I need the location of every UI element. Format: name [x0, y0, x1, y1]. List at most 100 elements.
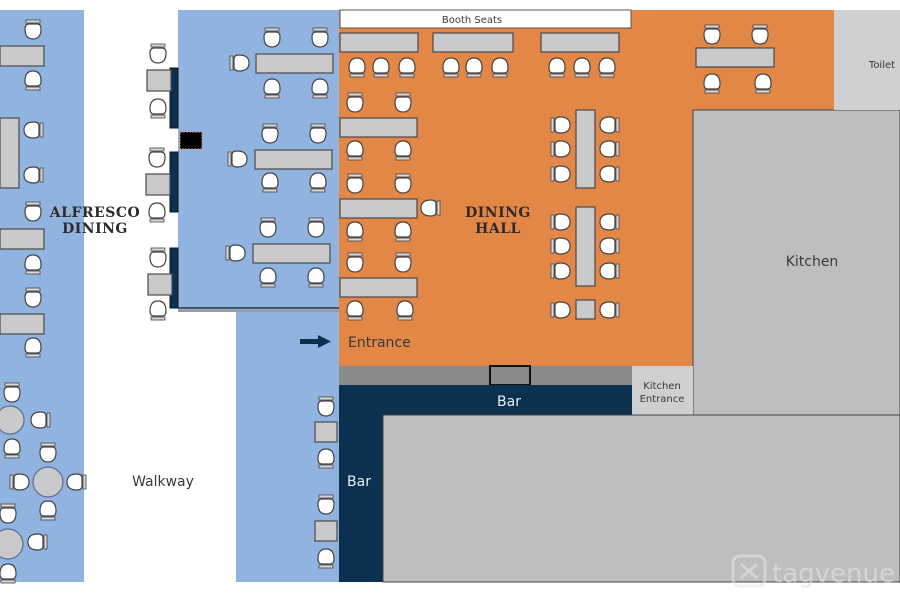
bar-top-area[interactable]: [339, 385, 632, 415]
table-icon[interactable]: [575, 299, 596, 320]
chair-icon[interactable]: [550, 116, 571, 134]
chair-icon[interactable]: [550, 213, 571, 231]
chair-icon[interactable]: [317, 448, 335, 469]
chair-icon[interactable]: [148, 202, 166, 223]
chair-icon[interactable]: [227, 150, 248, 168]
chair-icon[interactable]: [442, 57, 460, 78]
chair-icon[interactable]: [9, 473, 30, 491]
chair-icon[interactable]: [548, 57, 566, 78]
table-icon[interactable]: [339, 277, 418, 298]
table-icon[interactable]: [146, 69, 172, 92]
table-icon[interactable]: [575, 206, 596, 287]
table-icon[interactable]: [0, 528, 24, 560]
chair-icon[interactable]: [259, 267, 277, 288]
table-icon[interactable]: [339, 198, 418, 219]
chair-icon[interactable]: [394, 252, 412, 273]
chair-icon[interactable]: [317, 396, 335, 417]
table-icon[interactable]: [314, 520, 338, 542]
chair-icon[interactable]: [149, 43, 167, 64]
chair-icon[interactable]: [703, 73, 721, 94]
table-icon[interactable]: [254, 149, 333, 170]
chair-icon[interactable]: [263, 27, 281, 48]
chair-icon[interactable]: [0, 563, 17, 584]
chair-icon[interactable]: [309, 172, 327, 193]
table-icon[interactable]: [0, 45, 45, 67]
kitchen-area[interactable]: [692, 109, 900, 416]
chair-icon[interactable]: [599, 301, 620, 319]
chair-icon[interactable]: [751, 24, 769, 45]
chair-icon[interactable]: [348, 57, 366, 78]
chair-icon[interactable]: [311, 78, 329, 99]
chair-icon[interactable]: [346, 140, 364, 161]
table-icon[interactable]: [252, 243, 331, 264]
chair-icon[interactable]: [420, 199, 441, 217]
chair-icon[interactable]: [27, 533, 48, 551]
table-icon[interactable]: [540, 32, 620, 53]
chair-icon[interactable]: [372, 57, 390, 78]
table-icon[interactable]: [147, 273, 173, 296]
chair-icon[interactable]: [599, 262, 620, 280]
table-icon[interactable]: [0, 117, 20, 189]
chair-icon[interactable]: [3, 382, 21, 403]
chair-icon[interactable]: [39, 500, 57, 521]
chair-icon[interactable]: [39, 442, 57, 463]
chair-icon[interactable]: [261, 172, 279, 193]
chair-icon[interactable]: [599, 213, 620, 231]
table-icon[interactable]: [314, 421, 338, 443]
table-icon[interactable]: [0, 313, 45, 335]
chair-icon[interactable]: [30, 411, 51, 429]
chair-icon[interactable]: [754, 73, 772, 94]
kitchen-entrance-area[interactable]: [632, 366, 693, 415]
chair-icon[interactable]: [465, 57, 483, 78]
table-icon[interactable]: [339, 32, 419, 53]
chair-icon[interactable]: [598, 57, 616, 78]
table-icon[interactable]: [432, 32, 514, 53]
chair-icon[interactable]: [346, 252, 364, 273]
chair-icon[interactable]: [149, 300, 167, 321]
chair-icon[interactable]: [259, 217, 277, 238]
chair-icon[interactable]: [346, 221, 364, 242]
chair-icon[interactable]: [396, 300, 414, 321]
chair-icon[interactable]: [24, 201, 42, 222]
chair-icon[interactable]: [149, 98, 167, 119]
toilet-area[interactable]: [834, 10, 900, 110]
chair-icon[interactable]: [3, 438, 21, 459]
chair-icon[interactable]: [24, 254, 42, 275]
chair-icon[interactable]: [550, 237, 571, 255]
booth-seats[interactable]: [339, 9, 632, 29]
chair-icon[interactable]: [346, 173, 364, 194]
chair-icon[interactable]: [346, 300, 364, 321]
chair-icon[interactable]: [148, 147, 166, 168]
chair-icon[interactable]: [599, 237, 620, 255]
chair-icon[interactable]: [307, 267, 325, 288]
chair-icon[interactable]: [263, 78, 281, 99]
bar-side-area[interactable]: [339, 415, 383, 582]
chair-icon[interactable]: [550, 165, 571, 183]
chair-icon[interactable]: [149, 247, 167, 268]
chair-icon[interactable]: [703, 24, 721, 45]
chair-icon[interactable]: [24, 19, 42, 40]
chair-icon[interactable]: [599, 116, 620, 134]
chair-icon[interactable]: [24, 337, 42, 358]
chair-icon[interactable]: [394, 140, 412, 161]
table-icon[interactable]: [0, 228, 45, 250]
chair-icon[interactable]: [550, 301, 571, 319]
chair-icon[interactable]: [229, 54, 250, 72]
chair-icon[interactable]: [599, 140, 620, 158]
chair-icon[interactable]: [317, 494, 335, 515]
chair-icon[interactable]: [66, 473, 87, 491]
chair-icon[interactable]: [550, 140, 571, 158]
chair-icon[interactable]: [307, 217, 325, 238]
table-icon[interactable]: [32, 466, 64, 498]
table-icon[interactable]: [0, 405, 25, 435]
chair-icon[interactable]: [398, 57, 416, 78]
table-icon[interactable]: [255, 53, 334, 74]
chair-icon[interactable]: [261, 123, 279, 144]
chair-icon[interactable]: [573, 57, 591, 78]
chair-icon[interactable]: [225, 244, 246, 262]
chair-icon[interactable]: [0, 503, 17, 524]
table-icon[interactable]: [145, 173, 171, 196]
chair-icon[interactable]: [550, 262, 571, 280]
chair-icon[interactable]: [491, 57, 509, 78]
chair-icon[interactable]: [23, 166, 44, 184]
